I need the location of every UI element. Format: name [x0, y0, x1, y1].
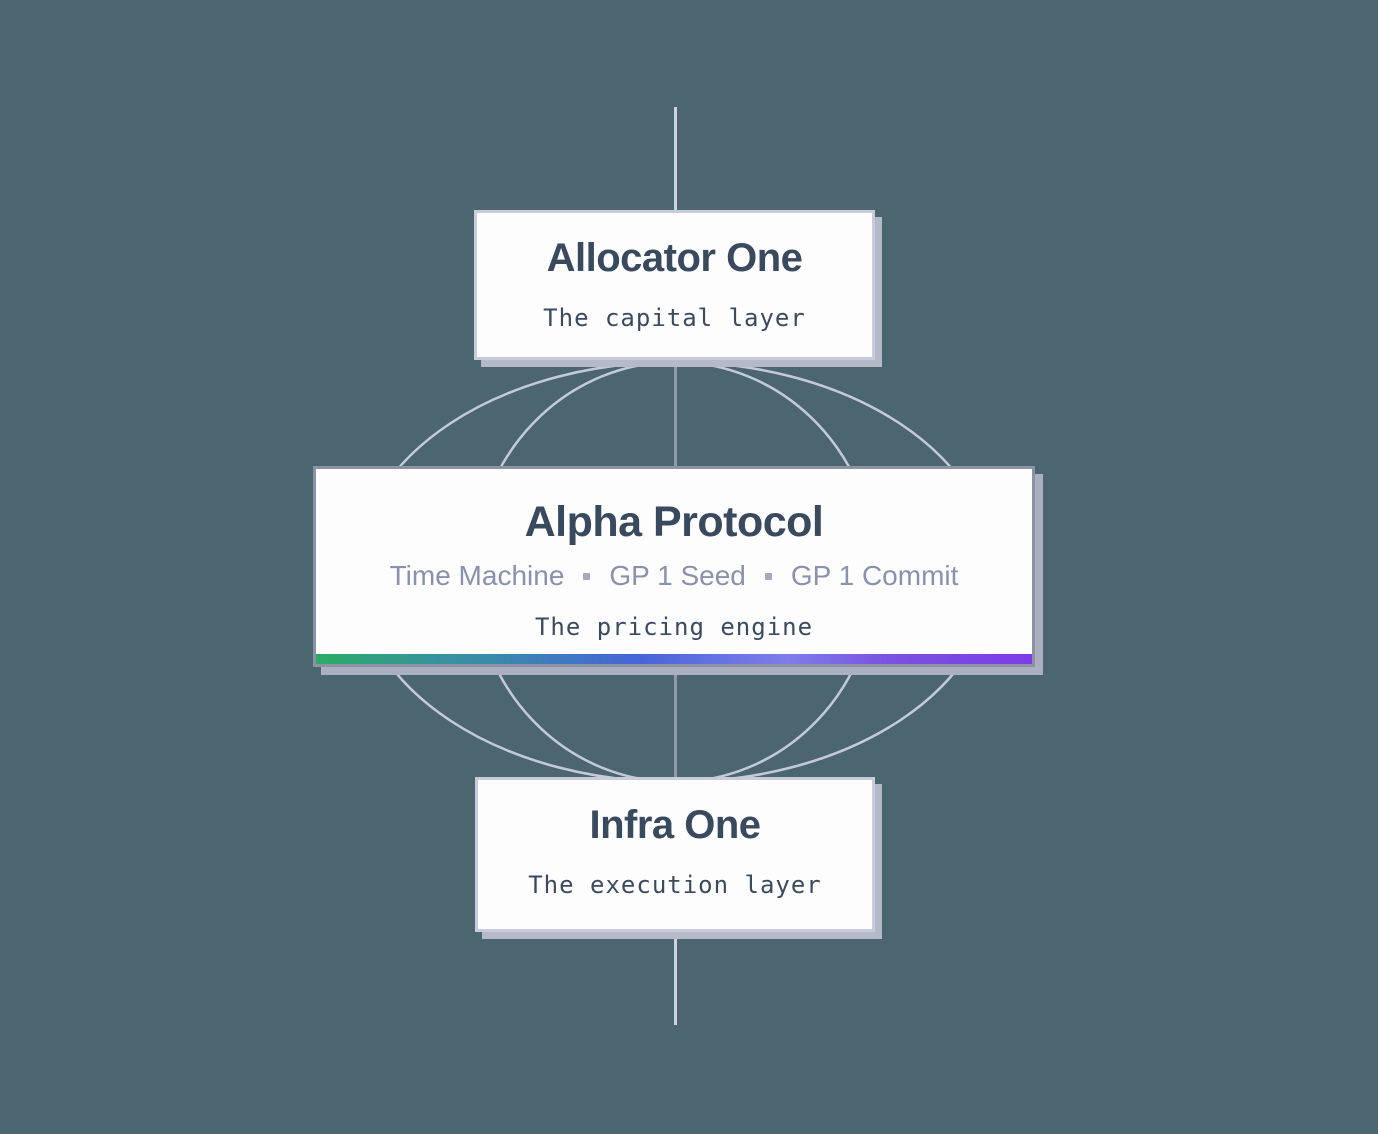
- vertical-axis-line-top: [674, 107, 677, 212]
- alpha-protocol-card: Alpha Protocol Time Machine GP 1 Seed GP…: [313, 466, 1035, 667]
- card-subtitle: The execution layer: [528, 871, 822, 899]
- allocator-one-card: Allocator One The capital layer: [474, 210, 875, 360]
- square-separator-icon: [583, 572, 591, 580]
- card-subtitle: The pricing engine: [534, 613, 814, 641]
- feature-item: GP 1 Commit: [790, 560, 959, 591]
- vertical-axis-line-bottom: [674, 929, 677, 1025]
- card-subtitle: The capital layer: [543, 304, 806, 332]
- vertical-axis-line-upper-mid: [674, 358, 677, 468]
- square-separator-icon: [764, 572, 772, 580]
- infra-one-card: Infra One The execution layer: [475, 777, 875, 932]
- card-title: Infra One: [589, 803, 761, 847]
- gradient-accent-bar: [316, 654, 1032, 664]
- feature-item: GP 1 Seed: [609, 560, 746, 591]
- vertical-axis-line-lower-mid: [674, 664, 677, 779]
- card-title: Allocator One: [546, 236, 803, 280]
- card-title: Alpha Protocol: [524, 498, 824, 546]
- feature-list: Time Machine GP 1 Seed GP 1 Commit: [390, 560, 959, 592]
- feature-item: Time Machine: [389, 560, 565, 591]
